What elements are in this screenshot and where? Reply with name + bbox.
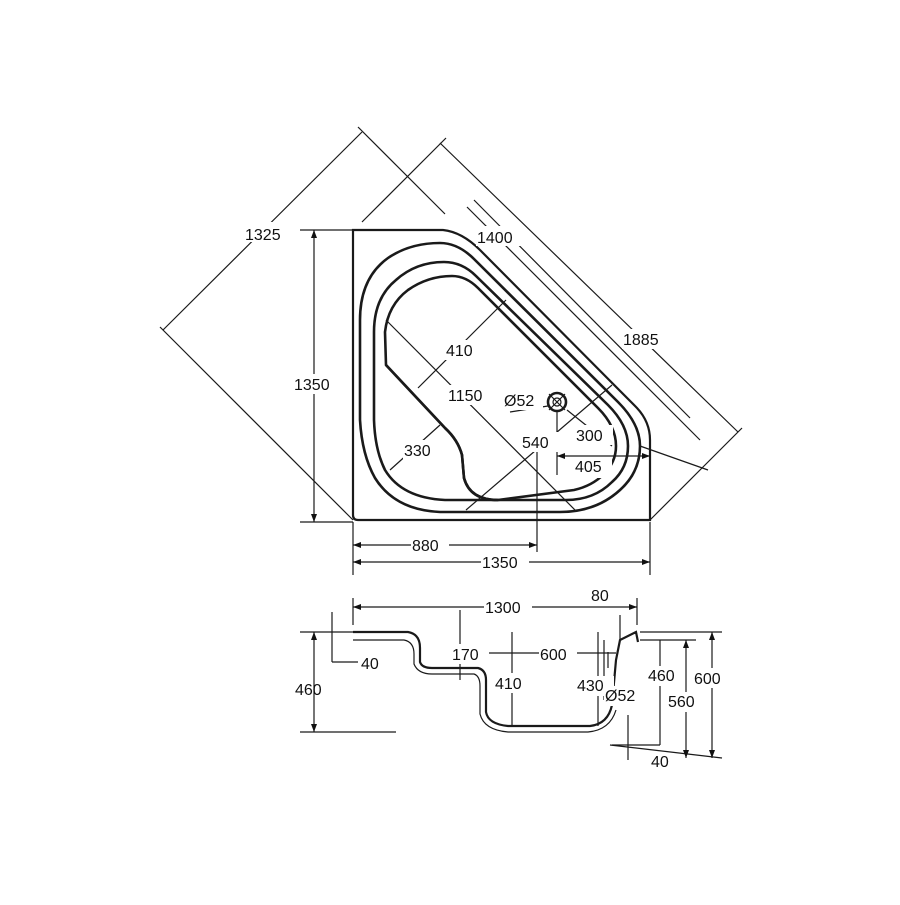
arrow-1300-left: [353, 604, 361, 610]
dim-1325-ext-b: [357, 126, 446, 215]
label-540: 540: [522, 435, 549, 452]
seat-edge: [385, 364, 499, 502]
arrow-405-left: [557, 453, 565, 459]
arrow-left-460-top: [311, 632, 317, 640]
arrow-1350-left: [353, 559, 361, 565]
label-405: 405: [575, 459, 602, 476]
label-430: 430: [577, 678, 604, 695]
label-left-460: 460: [295, 682, 322, 699]
dim-1400-line: [439, 142, 739, 433]
label-1325: 1325: [245, 227, 281, 244]
label-bg-bottom-1350: [481, 553, 529, 573]
label-bg-drain: [503, 390, 543, 410]
side-view: 1300 80 40 170 600 460 410 430 Ø52 460 6…: [295, 585, 731, 771]
label-bg-405: [574, 458, 612, 478]
label-bg-540: [521, 432, 559, 452]
label-bg-1150: [447, 385, 495, 405]
arrow-880-right: [529, 542, 537, 548]
label-bg-right-600: [693, 668, 731, 688]
label-300: 300: [576, 428, 603, 445]
label-40-left: 40: [361, 656, 379, 673]
label-bg-1885: [622, 329, 670, 349]
label-600: 600: [540, 647, 567, 664]
arrow-left-bottom: [311, 514, 317, 522]
label-left-1350: 1350: [294, 377, 330, 394]
label-bg-right-560: [667, 692, 705, 712]
label-1885: 1885: [623, 332, 659, 349]
drain-grate: [552, 397, 562, 407]
label-right-560: 560: [668, 694, 695, 711]
label-410: 410: [446, 343, 473, 360]
dim-1400-ext-a: [361, 137, 447, 223]
drain-cross-2: [548, 393, 566, 411]
label-bg-left-1350: [293, 374, 341, 394]
tub-side-inner: [353, 639, 617, 733]
label-1300: 1300: [485, 600, 521, 617]
arrow-1350-right: [642, 559, 650, 565]
label-bg-170: [451, 644, 489, 664]
label-bg-1400: [476, 226, 524, 246]
label-bg-overflow: [604, 686, 644, 706]
dim-1885-ext: [639, 445, 709, 471]
label-330: 330: [404, 443, 431, 460]
label-bottom-1350: 1350: [482, 555, 518, 572]
top-view: 1325 1400 1885 1350 410 1150 Ø52 300 330…: [159, 126, 743, 575]
arrow-405-right: [642, 453, 650, 459]
label-overflow-diameter: Ø52: [605, 688, 635, 705]
label-bg-600: [539, 644, 577, 664]
label-right-460: 460: [648, 668, 675, 685]
arrow-right-560-top: [683, 640, 689, 648]
arrow-880-left: [353, 542, 361, 548]
label-right-600: 600: [694, 671, 721, 688]
label-bg-410-depth: [494, 673, 532, 693]
label-bg-410: [445, 340, 483, 360]
label-bg-1300: [484, 598, 532, 618]
label-170: 170: [452, 647, 479, 664]
tub-outer-rim: [351, 228, 652, 522]
arrow-left-top: [311, 230, 317, 238]
label-80: 80: [591, 588, 609, 605]
tub-side-profile: [353, 630, 640, 728]
label-1400: 1400: [477, 230, 513, 247]
arrow-right-560-bottom: [683, 750, 689, 758]
dim-1400-ext-b: [649, 427, 743, 521]
label-bg-80: [590, 585, 618, 605]
label-880: 880: [412, 538, 439, 555]
dim-right-ext-bottom: [609, 744, 723, 759]
tub-inner-rim: [358, 241, 642, 514]
dim-1325-ext-a: [159, 326, 354, 521]
dim-1150-line: [385, 319, 576, 511]
label-bg-right-460: [647, 666, 683, 686]
arrow-1300-right: [629, 604, 637, 610]
label-drain-diameter: Ø52: [504, 393, 534, 410]
label-410-depth: 410: [495, 676, 522, 693]
label-bg-1325: [243, 222, 291, 242]
arrow-right-600-top: [709, 632, 715, 640]
arrow-left-460-bottom: [311, 724, 317, 732]
label-40-bottom: 40: [651, 754, 669, 771]
label-bg-880: [411, 535, 449, 555]
label-bg-300: [575, 425, 613, 445]
arrow-right-600-bottom: [709, 750, 715, 758]
label-1150: 1150: [448, 388, 483, 405]
tub-basin-edge: [372, 260, 630, 502]
label-bg-330: [403, 440, 441, 460]
